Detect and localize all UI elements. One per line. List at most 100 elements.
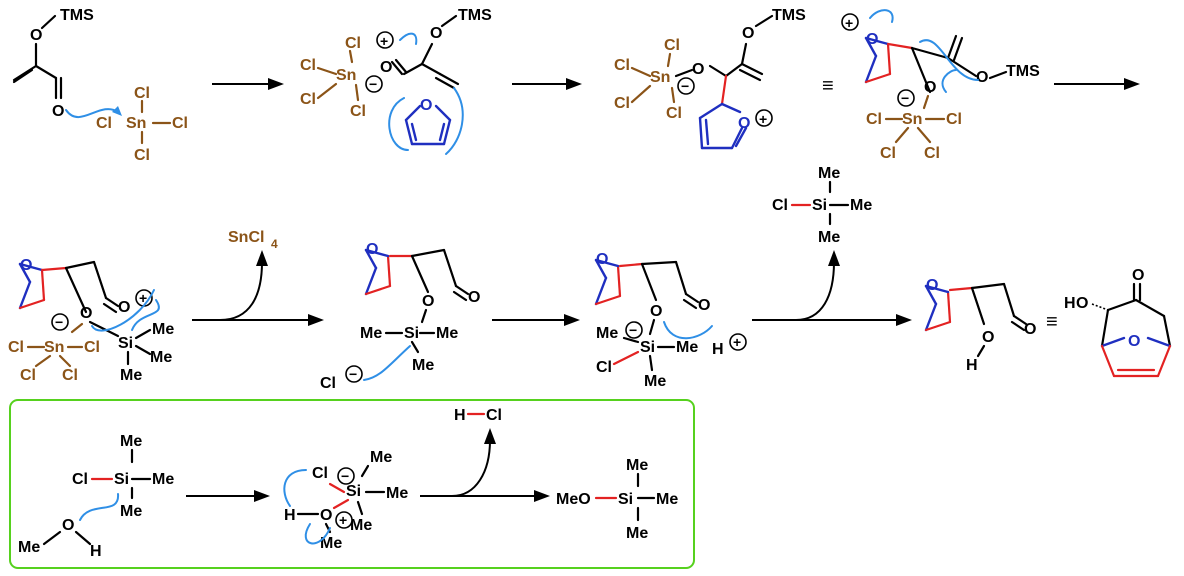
label-cl: Cl	[596, 359, 612, 376]
label-me: Me	[320, 535, 342, 552]
label-sn: Sn	[902, 111, 922, 128]
inset-arrow-2	[420, 428, 550, 502]
label-oxygen: O	[924, 79, 936, 96]
label-cl: Cl	[8, 339, 24, 356]
reaction-arrow-6	[752, 250, 912, 326]
label-me: Me	[436, 325, 458, 342]
label-cl: Cl	[72, 471, 88, 488]
charge-minus: −	[901, 90, 909, 106]
label-oxygen: O	[30, 27, 42, 44]
label-sncl: SnCl	[228, 229, 264, 246]
label-me: Me	[120, 367, 142, 384]
label-furan-oxygen: O	[420, 97, 432, 114]
equivalence-symbol: ≡	[822, 75, 834, 97]
label-oxygen: O	[62, 517, 74, 534]
byproduct-hydrogen-chloride: H Cl	[454, 407, 502, 424]
charge-minus: −	[681, 78, 689, 94]
label-si: Si	[118, 335, 133, 352]
label-me: Me	[120, 503, 142, 520]
label-me: Me	[818, 229, 840, 246]
label-sn: Sn	[126, 115, 146, 132]
label-oxygen: O	[692, 61, 704, 78]
charge-minus: −	[341, 468, 349, 484]
label-me: Me	[626, 525, 648, 542]
label-me: Me	[120, 433, 142, 450]
inset-product-methoxy-tms: Me MeO Si Me Me	[556, 457, 678, 542]
label-si: Si	[346, 483, 361, 500]
label-cl: Cl	[666, 105, 682, 122]
label-me: Me	[850, 197, 872, 214]
label-cl: Cl	[614, 57, 630, 74]
label-meo: MeO	[556, 491, 591, 508]
label-cl: Cl	[62, 367, 78, 384]
label-cl: Cl	[664, 37, 680, 54]
reaction-arrow-3	[1054, 78, 1140, 90]
label-carbonyl-oxygen: O	[52, 103, 64, 120]
label-oxygen: O	[982, 329, 994, 346]
charge-plus: +	[339, 512, 347, 528]
label-me: Me	[18, 539, 40, 556]
label-sn: Sn	[336, 67, 356, 84]
label-h: H	[90, 543, 102, 560]
label-tms: TMS	[1006, 63, 1040, 80]
label-si: Si	[812, 197, 827, 214]
label-proton: H	[712, 341, 724, 358]
charge-minus: −	[55, 314, 63, 330]
label-cl: Cl	[20, 367, 36, 384]
label-si: Si	[114, 471, 129, 488]
label-oxygen: O	[742, 25, 754, 42]
label-oxygen: O	[468, 289, 480, 306]
reaction-arrow-5	[492, 314, 580, 326]
label-oxygen: O	[738, 115, 750, 132]
molecule-silyl-transfer-complex: O O + O − Si Me Me Me Cl Sn Cl Cl Cl	[8, 257, 174, 384]
label-oxygen: O	[976, 69, 988, 86]
label-h: H	[454, 407, 466, 424]
label-oxygen: O	[320, 507, 332, 524]
molecule-activated-complex: Cl Cl Sn Cl Cl + − O O TMS	[300, 7, 492, 120]
label-sn: Sn	[44, 339, 64, 356]
label-oxygen: O	[80, 305, 92, 322]
label-cl-right: Cl	[172, 115, 188, 132]
molecule-pentacoordinate-silicate: O O O − Me Si Me Cl Me H +	[594, 251, 747, 390]
product-hydroxy-ketone-conformer: O O O H	[924, 277, 1036, 374]
inset-intermediate: Me Cl − Si Me Me H O + Me	[284, 449, 408, 552]
label-me: Me	[150, 349, 172, 366]
label-si: Si	[640, 339, 655, 356]
label-cl-top: Cl	[134, 85, 150, 102]
label-cl-left: Cl	[96, 115, 112, 132]
charge-minus: −	[629, 322, 637, 338]
charge-plus: +	[380, 33, 388, 49]
label-cl: Cl	[84, 339, 100, 356]
label-me: Me	[644, 373, 666, 390]
label-tms: TMS	[60, 7, 94, 24]
label-me: Me	[386, 485, 408, 502]
label-oxygen: O	[1024, 321, 1036, 338]
label-oxygen: O	[698, 297, 710, 314]
inset-arrow-1	[186, 490, 270, 502]
byproduct-trimethylsilyl-chloride: Me Cl Si Me Me	[772, 165, 872, 246]
label-me: Me	[152, 321, 174, 338]
label-oxygen: O	[650, 303, 662, 320]
label-me: Me	[676, 339, 698, 356]
label-cl: Cl	[614, 95, 630, 112]
charge-minus: −	[349, 366, 357, 382]
charge-plus: +	[733, 334, 741, 350]
label-me: Me	[656, 491, 678, 508]
label-cl: Cl	[350, 103, 366, 120]
molecule-tin-tetrachloride: Cl Cl Sn Cl Cl	[96, 85, 188, 164]
label-oxygen: O	[1076, 295, 1088, 312]
label-chloride: Cl	[320, 375, 336, 392]
label-oxygen: O	[430, 25, 442, 42]
label-me: Me	[412, 357, 434, 374]
charge-plus: +	[759, 111, 767, 127]
charge-plus: +	[139, 290, 147, 306]
label-tms: TMS	[772, 7, 806, 24]
reaction-arrow-1	[212, 78, 284, 90]
reaction-arrow-4	[192, 250, 324, 326]
label-cl: Cl	[345, 35, 361, 52]
label-cl-bottom: Cl	[134, 147, 150, 164]
molecule-silyloxonium: O O O Me Si Me Me Cl −	[320, 241, 480, 392]
label-bridge-oxygen: O	[1128, 333, 1140, 350]
molecule-silyl-enol-aldehyde: TMS O O	[12, 7, 94, 120]
label-oxygen: O	[422, 293, 434, 310]
